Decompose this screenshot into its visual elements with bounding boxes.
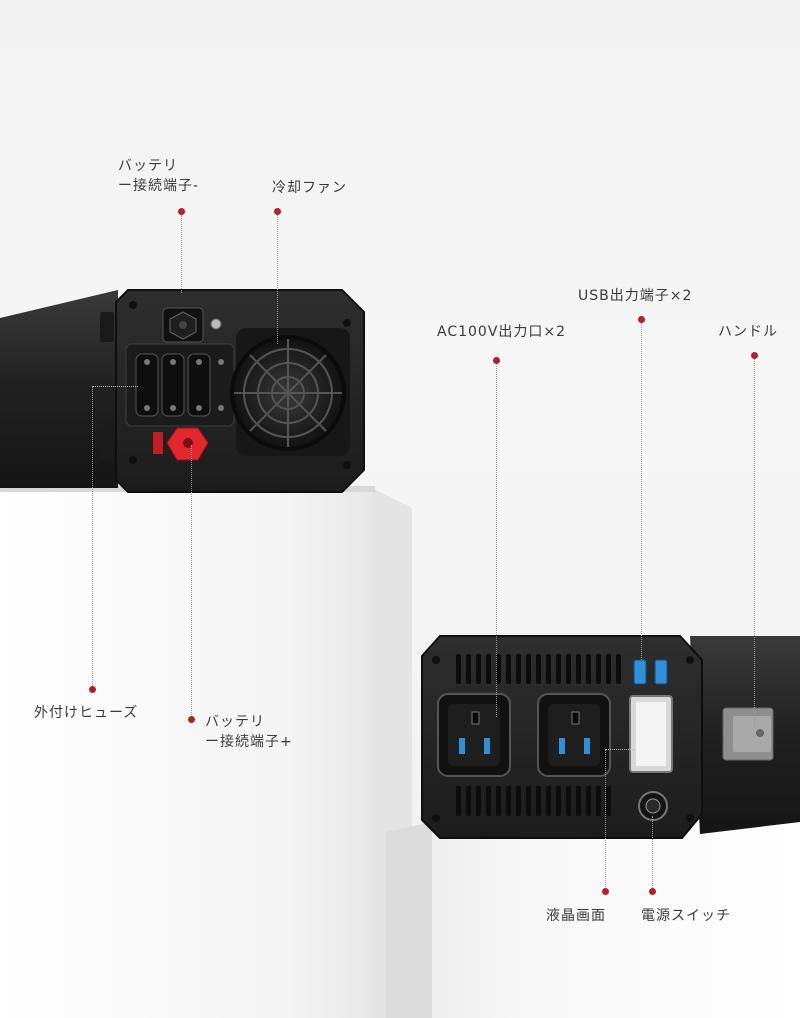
label-battery-plus: バッテリ ー接続端子+ [205,712,293,752]
callout-line-ac-outlet [496,362,497,717]
callout-dot-handle [751,352,758,359]
callout-dot-battery-minus [178,208,185,215]
callout-line-battery-plus [191,445,192,719]
label-ac-outlet: AC100V出力口×2 [437,324,567,340]
label-usb-port: USB出力端子×2 [578,288,693,304]
label-handle: ハンドル [718,324,778,340]
label-power-switch: 電源スイッチ [641,908,731,924]
label-battery-plus-line2: ー接続端子+ [205,734,293,750]
left-device [0,289,365,493]
label-cooling-fan: 冷却ファン [272,180,347,196]
label-battery-minus: バッテリ ー接続端子- [118,156,199,196]
callout-line-fuse [92,386,93,690]
callout-dot-usb [638,316,645,323]
label-battery-minus-line2: ー接続端子- [118,178,200,194]
callout-dot-fuse [89,686,96,693]
callout-dot-ac-outlet [493,357,500,364]
callout-line-usb [641,322,642,660]
callout-dot-switch [649,888,656,895]
label-external-fuse: 外付けヒューズ [34,705,139,721]
callout-line-fuse-h [92,386,138,387]
callout-line-lcd [605,749,606,891]
label-battery-plus-line1: バッテリ [205,714,265,730]
callout-line-handle [754,358,755,728]
label-battery-minus-line1: バッテリ [118,158,178,174]
callout-line-switch [652,816,653,892]
callout-line-battery-minus [181,215,182,293]
right-device [421,635,800,839]
callout-dot-battery-plus [188,716,195,723]
callout-line-cooling-fan [277,214,278,344]
label-lcd-screen: 液晶画面 [546,908,606,924]
callout-line-lcd-h [605,749,635,750]
right-pedestal [386,822,800,1018]
callout-dot-cooling-fan [274,208,281,215]
left-pedestal [0,486,412,1018]
callout-dot-lcd [602,888,609,895]
